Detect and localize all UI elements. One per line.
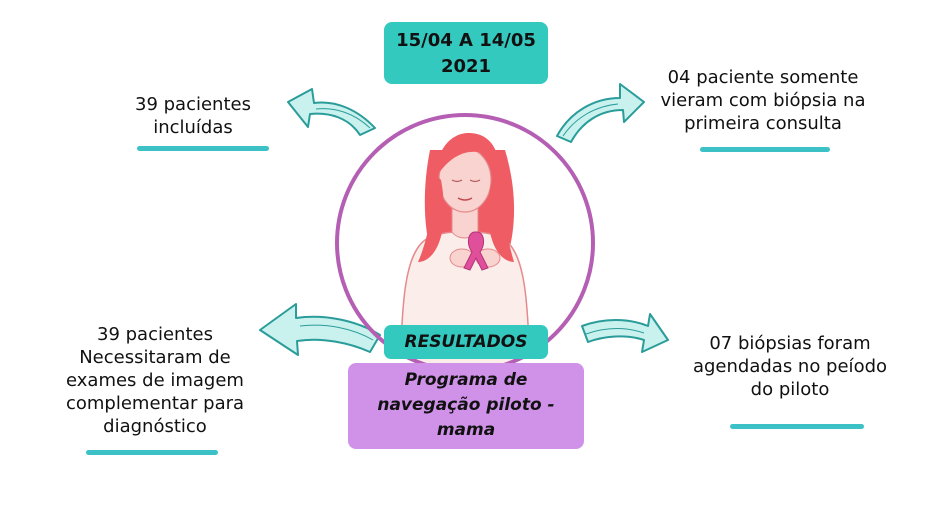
note-bottom-left: 39 pacientes Necessitaram de exames de i…	[40, 323, 270, 438]
underline-divider	[730, 424, 864, 429]
underline-divider	[86, 450, 218, 455]
note-bottom-right: 07 biópsias foram agendadas no peíodo do…	[660, 332, 920, 401]
curved-arrow-icon	[581, 313, 669, 353]
note-line: incluídas	[153, 117, 233, 138]
note-line: diagnóstico	[103, 416, 207, 437]
note-line: primeira consulta	[684, 113, 842, 134]
curved-arrow-icon	[287, 88, 376, 136]
note-line: exames de imagem	[66, 370, 244, 391]
program-line: mama	[436, 420, 496, 440]
program-line: Programa de	[404, 370, 528, 390]
curved-arrow-icon	[556, 83, 645, 143]
period-line1: 15/04 A 14/05	[396, 30, 536, 51]
underline-divider	[137, 146, 269, 151]
curved-arrow-icon	[259, 303, 381, 356]
note-line: do piloto	[750, 379, 830, 400]
underline-divider	[700, 147, 830, 152]
program-title-badge: Programa de navegação piloto - mama	[348, 363, 584, 449]
period-line2: 2021	[440, 56, 492, 77]
note-line: 04 paciente somente	[667, 67, 859, 88]
note-line: agendadas no peíodo	[692, 356, 888, 377]
note-line: 39 pacientes	[97, 324, 213, 345]
period-badge: 15/04 A 14/05 2021	[384, 22, 548, 84]
note-line: Necessitaram de	[79, 347, 231, 368]
program-line: navegação piloto -	[377, 395, 555, 415]
note-top-left: 39 pacientes incluídas	[108, 93, 278, 139]
note-line: complementar para	[65, 393, 245, 414]
results-badge: RESULTADOS	[384, 325, 548, 359]
note-top-right: 04 paciente somente vieram com biópsia n…	[632, 66, 894, 135]
note-line: 39 pacientes	[135, 94, 251, 115]
woman-with-pink-ribbon-illustration	[335, 113, 595, 373]
note-line: vieram com biópsia na	[660, 90, 866, 111]
note-line: 07 biópsias foram	[709, 333, 871, 354]
